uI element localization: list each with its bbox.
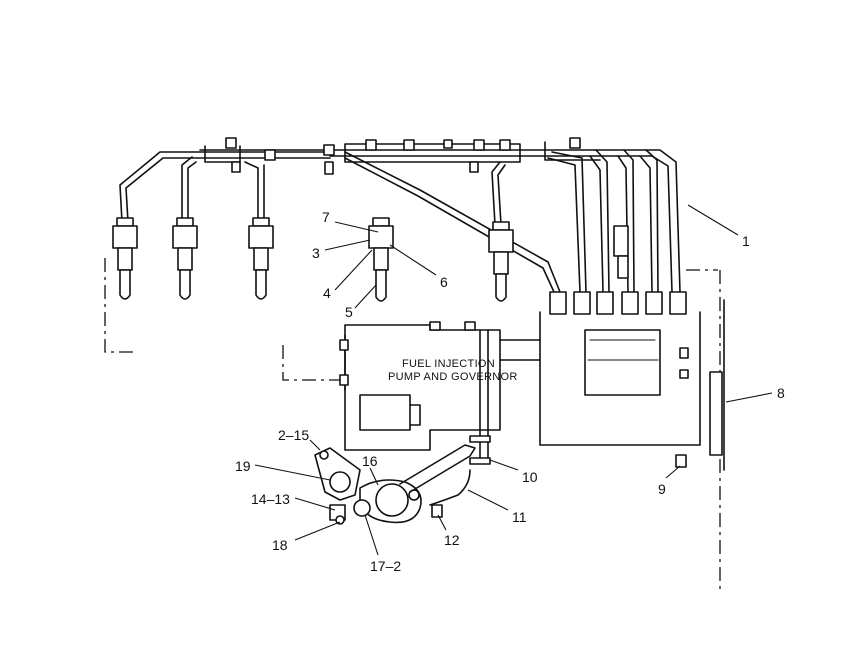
callout-16: 16: [362, 453, 378, 469]
pump-label-line1: FUEL INJECTION: [402, 358, 495, 370]
clamp-bolts: [225, 137, 581, 175]
injector-3: [248, 217, 274, 300]
callout-1: 1: [742, 233, 750, 249]
pump-label-line2: PUMP AND GOVERNOR: [388, 371, 518, 383]
callout-12: 12: [444, 532, 460, 548]
callout-9: 9: [658, 481, 666, 497]
fuel-injection-lines: [119, 149, 681, 293]
callout-10: 10: [522, 469, 538, 485]
dipstick-tube: [709, 299, 725, 471]
callout-3: 3: [312, 245, 320, 261]
callout-18: 18: [272, 537, 288, 553]
injector-1: [112, 217, 138, 300]
callout-5: 5: [345, 304, 353, 320]
callout-11: 11: [512, 509, 527, 525]
governor-lever-assembly: [314, 435, 491, 525]
injector-5: [488, 221, 514, 302]
bolt-9: [675, 454, 687, 468]
injector-2: [172, 217, 198, 300]
callout-7: 7: [322, 209, 330, 225]
engine-outline: [104, 258, 721, 590]
callout-14-13: 14–13: [251, 491, 290, 507]
injector-6: [613, 225, 629, 279]
callout-2-15: 2–15: [278, 427, 309, 443]
callout-8: 8: [777, 385, 785, 401]
callout-6: 6: [440, 274, 448, 290]
callout-19: 19: [235, 458, 251, 474]
callout-17-2: 17–2: [370, 558, 401, 574]
pump-outlet-fittings: [549, 291, 687, 315]
callouts: 1 7 3 6 4 5 8 2–15 19 16 10 9 14–13 11 1…: [235, 209, 785, 574]
leader-lines: [254, 204, 773, 556]
line-clamp-bar: [204, 141, 601, 163]
callout-4: 4: [323, 285, 331, 301]
fuel-injection-pump-body: [339, 311, 701, 461]
